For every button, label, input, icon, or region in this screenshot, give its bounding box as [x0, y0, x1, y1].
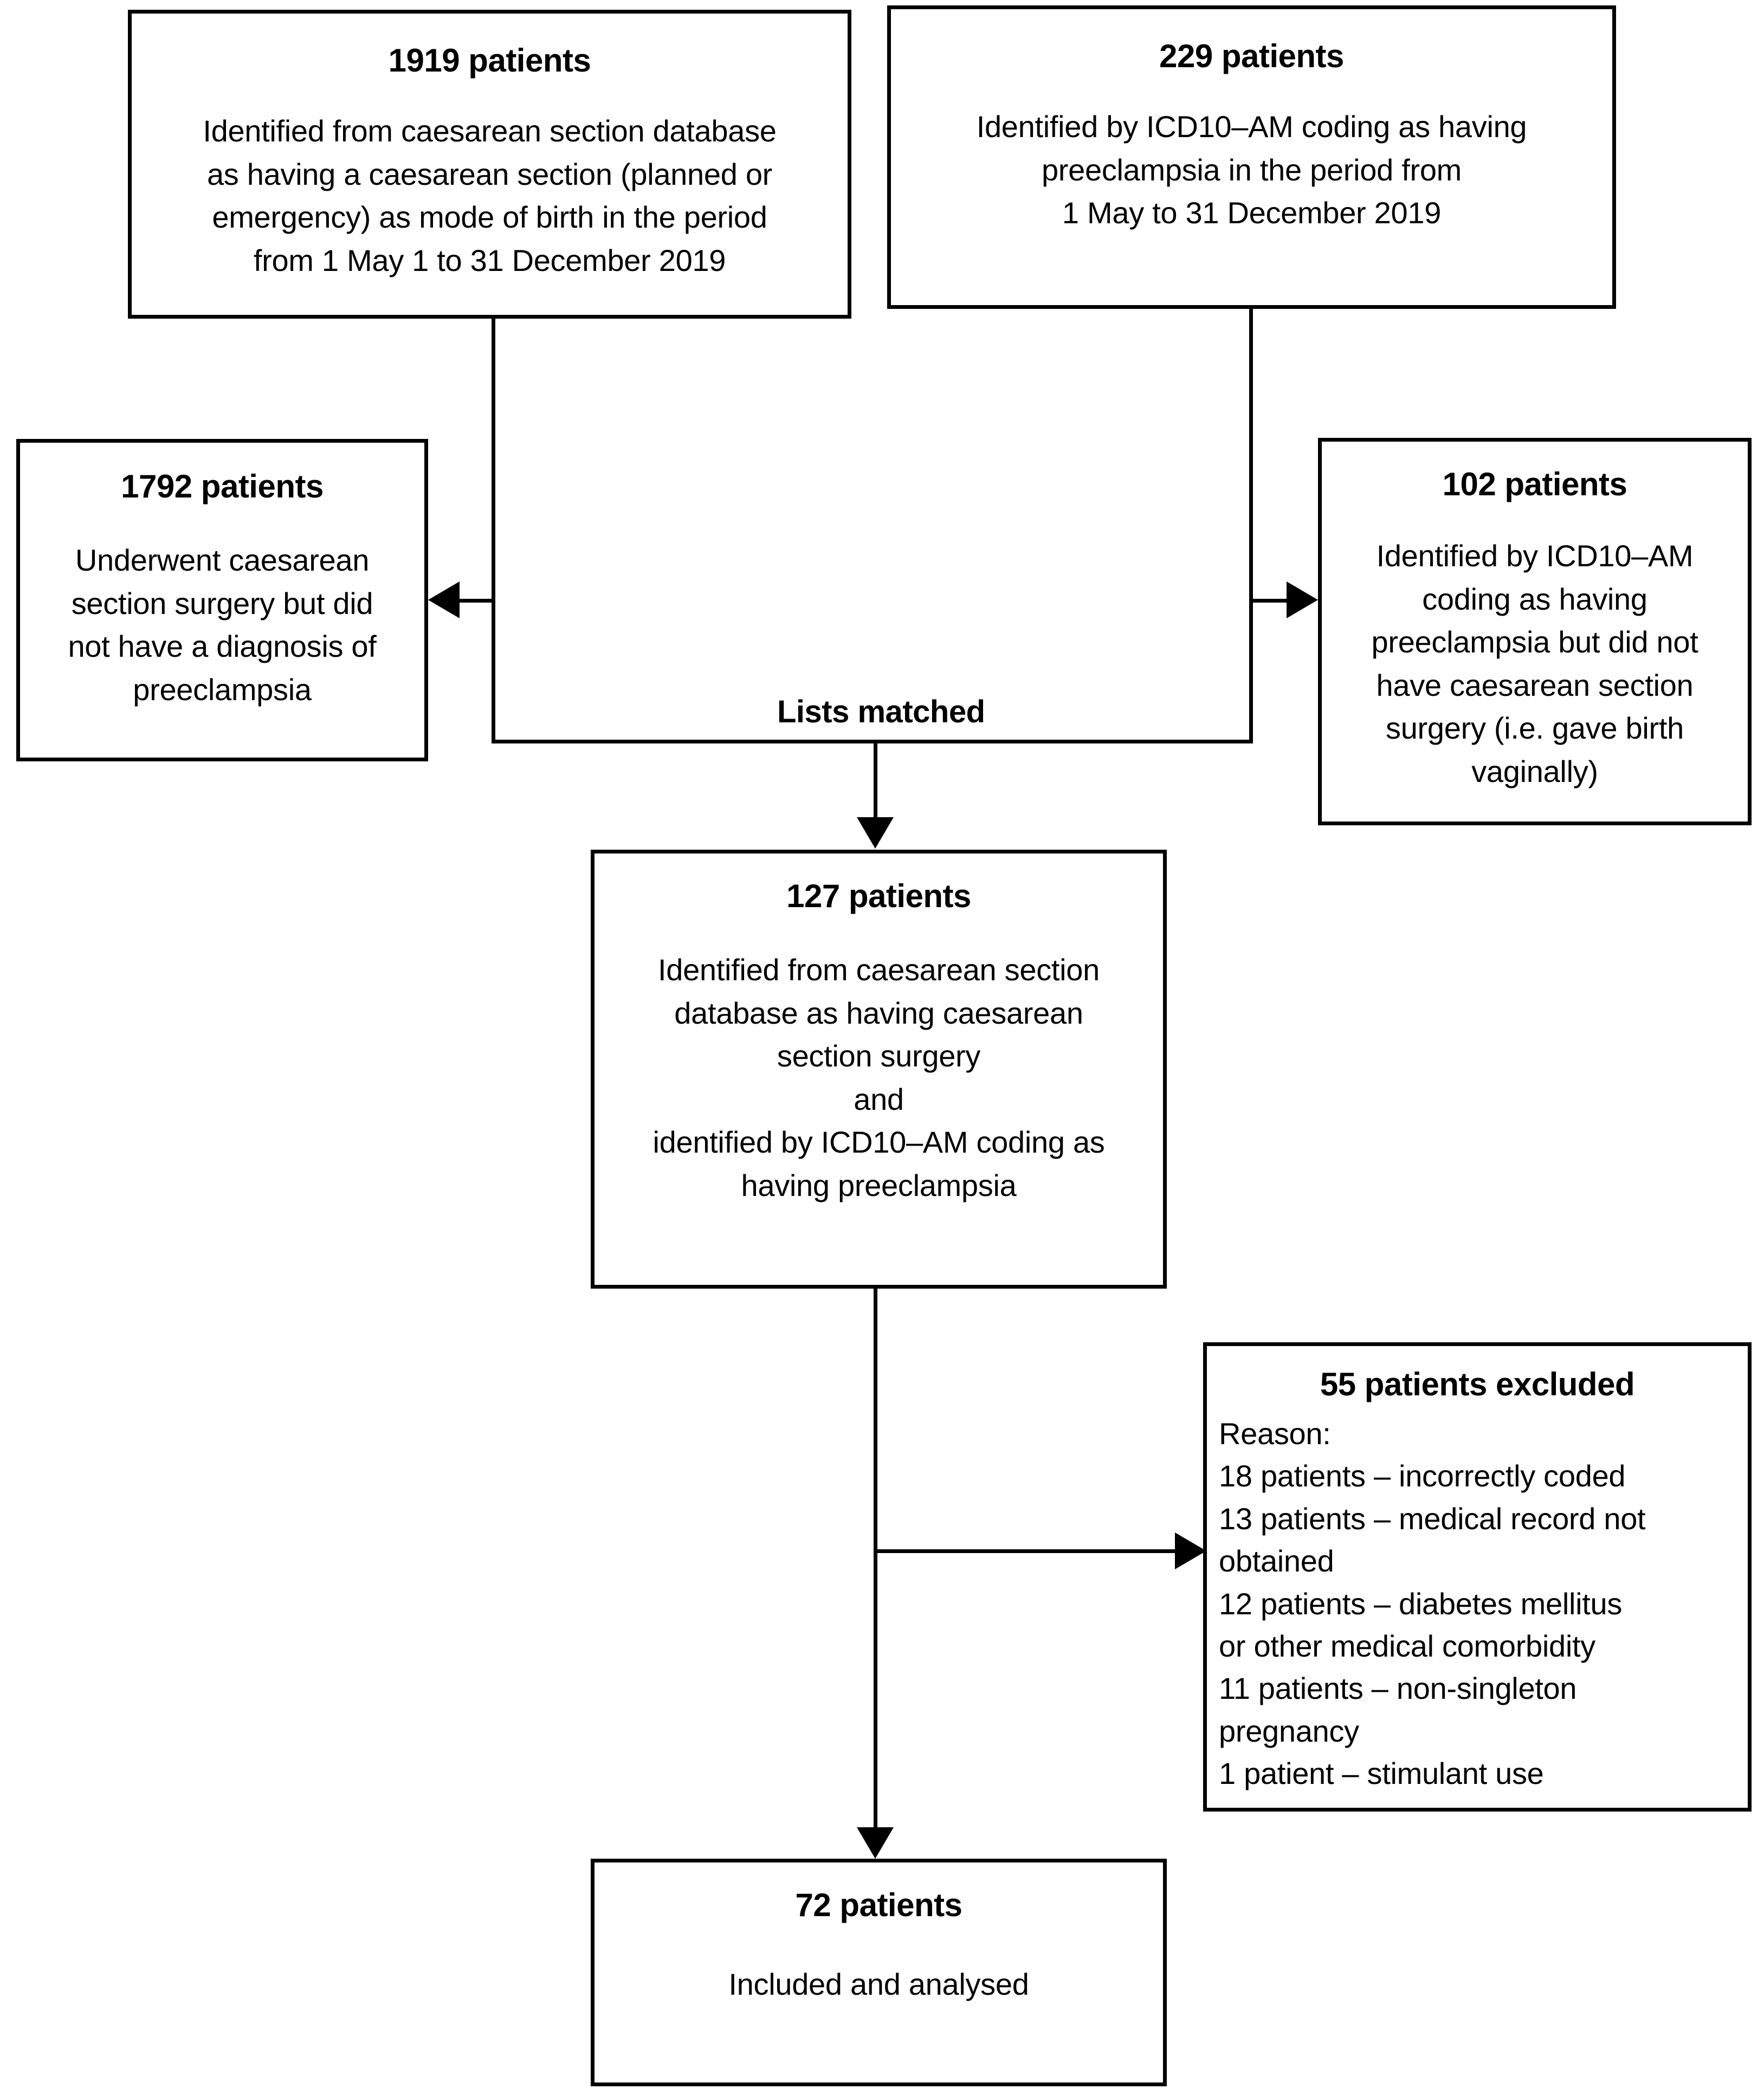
node-title: 1792 patients	[121, 468, 324, 505]
arrow-down-icon	[857, 817, 894, 849]
node-included-and-analysed: 72 patients Included and analysed	[591, 1859, 1167, 2086]
node-body: Underwent caesarean section surgery but …	[68, 543, 377, 707]
connector-to-no-caesarean	[1252, 599, 1287, 603]
node-title: 72 patients	[795, 1887, 962, 1923]
node-patients-excluded: 55 patients excluded Reason: 18 patients…	[1203, 1342, 1752, 1812]
node-body: Included and analysed	[728, 1967, 1029, 2001]
connector-matched-cohort-to-included	[874, 1289, 877, 1829]
connector-to-excluded	[874, 1549, 1175, 1553]
node-title: 102 patients	[1442, 466, 1627, 502]
connector-icd-preeclampsia-stem	[1249, 308, 1253, 323]
connector-merge-bracket	[492, 317, 1253, 743]
node-body: Identified by ICD10–AM coding as having …	[1371, 539, 1698, 788]
node-caesarean-section-database: 1919 patients Identified from caesarean …	[128, 10, 851, 319]
node-title: 127 patients	[786, 878, 971, 914]
node-body: Identified by ICD10–AM coding as having …	[976, 109, 1527, 230]
node-no-preeclampsia-diagnosis: 1792 patients Underwent caesarean sectio…	[16, 439, 428, 761]
node-matched-cohort: 127 patients Identified from caesarean s…	[591, 850, 1167, 1289]
connector-bracket-to-matched-cohort	[874, 743, 877, 819]
arrow-left-icon	[428, 581, 460, 618]
node-title: 229 patients	[1159, 38, 1344, 74]
node-body: Identified from caesarean section databa…	[652, 953, 1105, 1202]
node-title: 1919 patients	[388, 42, 591, 79]
connector-cs-database-stem	[492, 317, 495, 322]
arrow-right-icon	[1175, 1532, 1206, 1569]
node-body: Reason: 18 patients – incorrectly coded …	[1219, 1417, 1646, 1791]
connector-label-lists-matched: Lists matched	[770, 694, 993, 730]
node-no-caesarean-section: 102 patients Identified by ICD10–AM codi…	[1318, 438, 1752, 825]
node-body: Identified from caesarean section databa…	[203, 114, 777, 277]
connector-to-no-preeclampsia	[460, 599, 493, 603]
node-icd-preeclampsia-coding: 229 patients Identified by ICD10–AM codi…	[887, 5, 1616, 309]
node-title: 55 patients excluded	[1320, 1366, 1635, 1402]
arrow-down-icon	[857, 1827, 894, 1859]
arrow-right-icon	[1287, 581, 1318, 618]
